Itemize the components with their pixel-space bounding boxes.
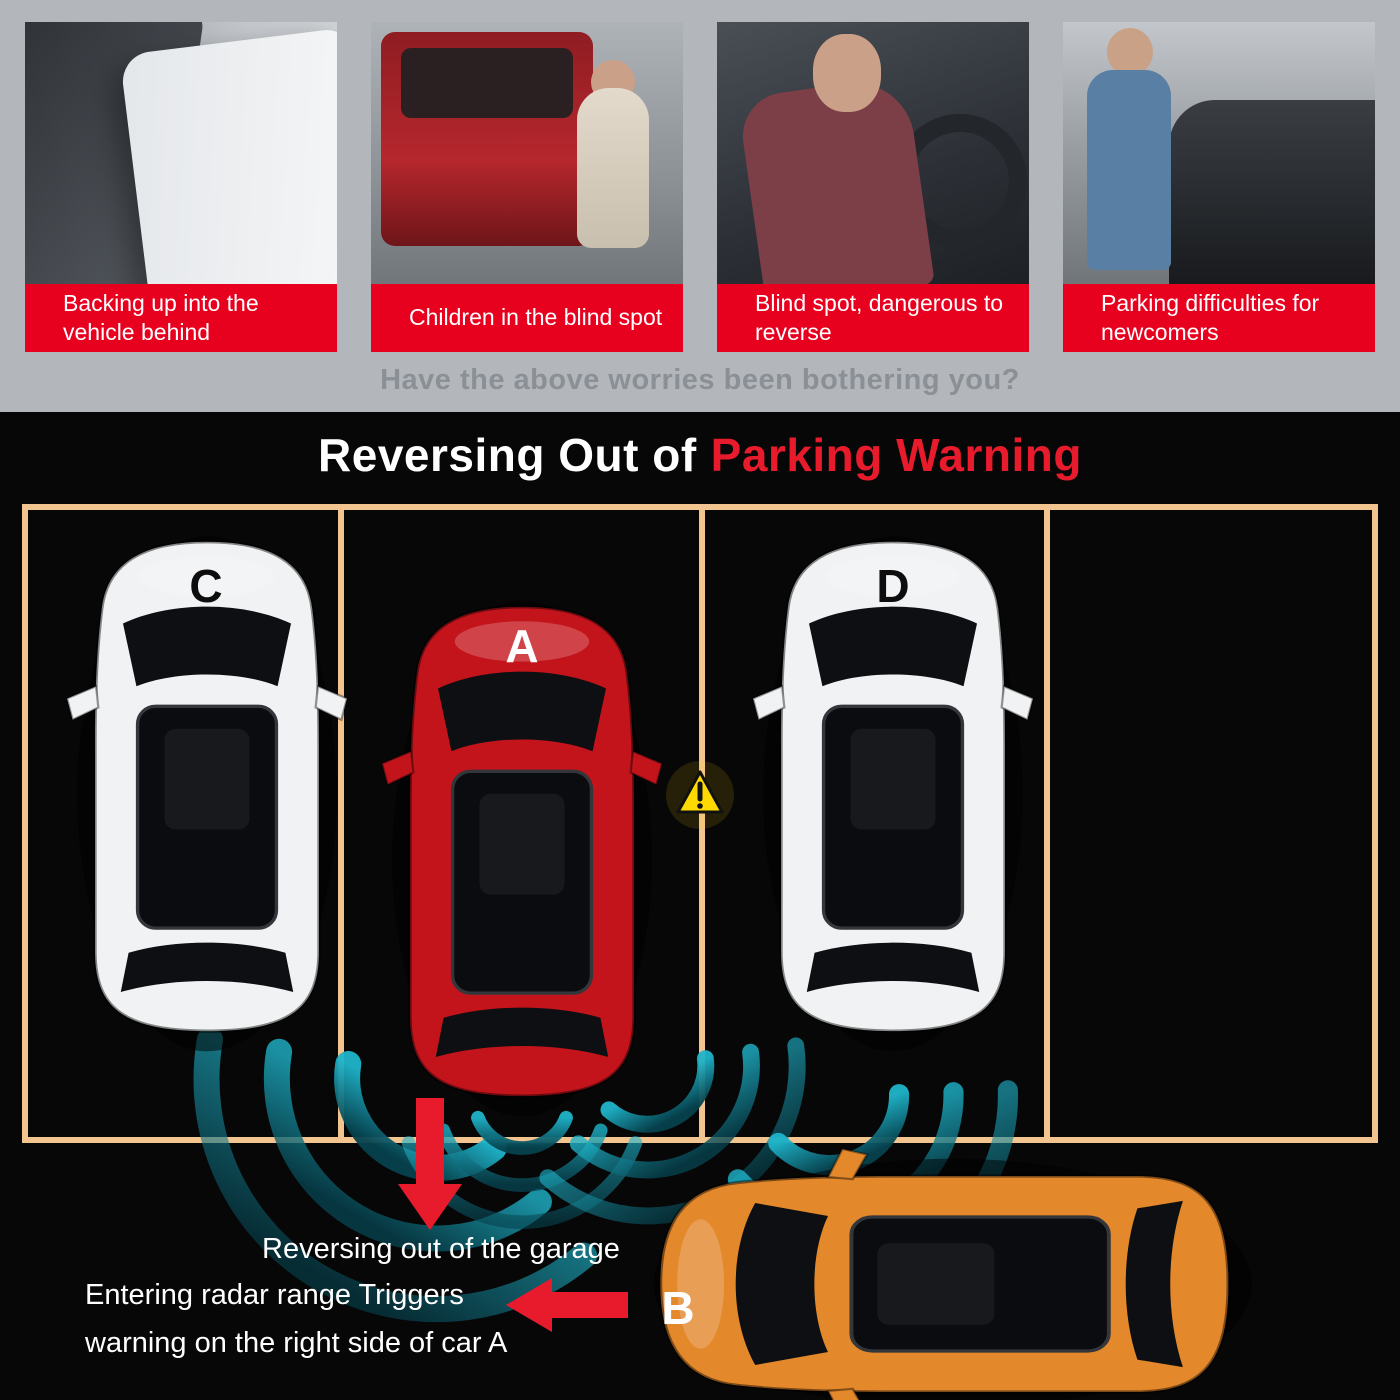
worry-card-parking-difficulty: Parking difficulties for newcomers — [1063, 22, 1375, 352]
car-d — [751, 534, 1035, 1054]
car-c — [65, 534, 349, 1054]
car-label-d: D — [876, 560, 909, 612]
car-label-c: C — [189, 560, 222, 612]
photo-scared-driver — [717, 22, 1029, 284]
worry-cards-row: Backing up into the vehicle behind Child… — [25, 22, 1375, 352]
photo-child-behind-suv — [371, 22, 683, 284]
worry-caption: Children in the blind spot — [371, 284, 683, 352]
parking-diagram: C A D B Reversing out of the garage Ente… — [22, 504, 1378, 1400]
photo-backing-up-collision — [25, 22, 337, 284]
arrow-left-radar — [506, 1278, 628, 1332]
warning-icon — [666, 761, 734, 829]
photo-detail-driver-head — [813, 34, 881, 112]
parking-warning-section: C A D B Reversing out of the garage Ente… — [0, 412, 1400, 1400]
car-b — [651, 1147, 1254, 1400]
worry-caption-text: Blind spot, dangerous to reverse — [755, 289, 1004, 345]
photo-detail-man-head — [1107, 28, 1153, 76]
photo-detail-suv-window — [401, 48, 573, 118]
photo-parking-newcomer — [1063, 22, 1375, 284]
worry-caption: Parking difficulties for newcomers — [1063, 284, 1375, 352]
label-radar-line1: Entering radar range Triggers — [85, 1279, 464, 1311]
worry-caption: Backing up into the vehicle behind — [25, 284, 337, 352]
arrow-down-reversing — [398, 1098, 462, 1230]
worry-card-blindspot-reverse: Blind spot, dangerous to reverse — [717, 22, 1029, 352]
title-red-part: Parking Warning — [710, 429, 1082, 481]
worry-card-backing-up: Backing up into the vehicle behind — [25, 22, 337, 352]
title-white-part: Reversing Out of — [318, 429, 697, 481]
car-label-b: B — [661, 1282, 694, 1334]
photo-detail-white-car — [119, 26, 337, 284]
label-radar-line2: warning on the right side of car A — [84, 1327, 508, 1359]
label-reversing-garage: Reversing out of the garage — [262, 1233, 620, 1265]
worries-tagline: Have the above worries been bothering yo… — [380, 364, 1020, 396]
car-a — [380, 599, 664, 1119]
photo-detail-child — [577, 88, 649, 248]
worry-caption-text: Backing up into the vehicle behind — [63, 289, 259, 345]
worry-caption-text: Parking difficulties for newcomers — [1101, 289, 1320, 345]
worry-card-children-blindspot: Children in the blind spot — [371, 22, 683, 352]
car-label-a: A — [505, 620, 538, 672]
worry-caption: Blind spot, dangerous to reverse — [717, 284, 1029, 352]
worry-caption-text: Children in the blind spot — [409, 304, 663, 331]
photo-detail-dark-car — [1169, 100, 1375, 284]
photo-detail-man — [1087, 70, 1171, 270]
parking-lot-lines — [22, 504, 1378, 1143]
worries-section: Backing up into the vehicle behind Child… — [0, 0, 1400, 412]
